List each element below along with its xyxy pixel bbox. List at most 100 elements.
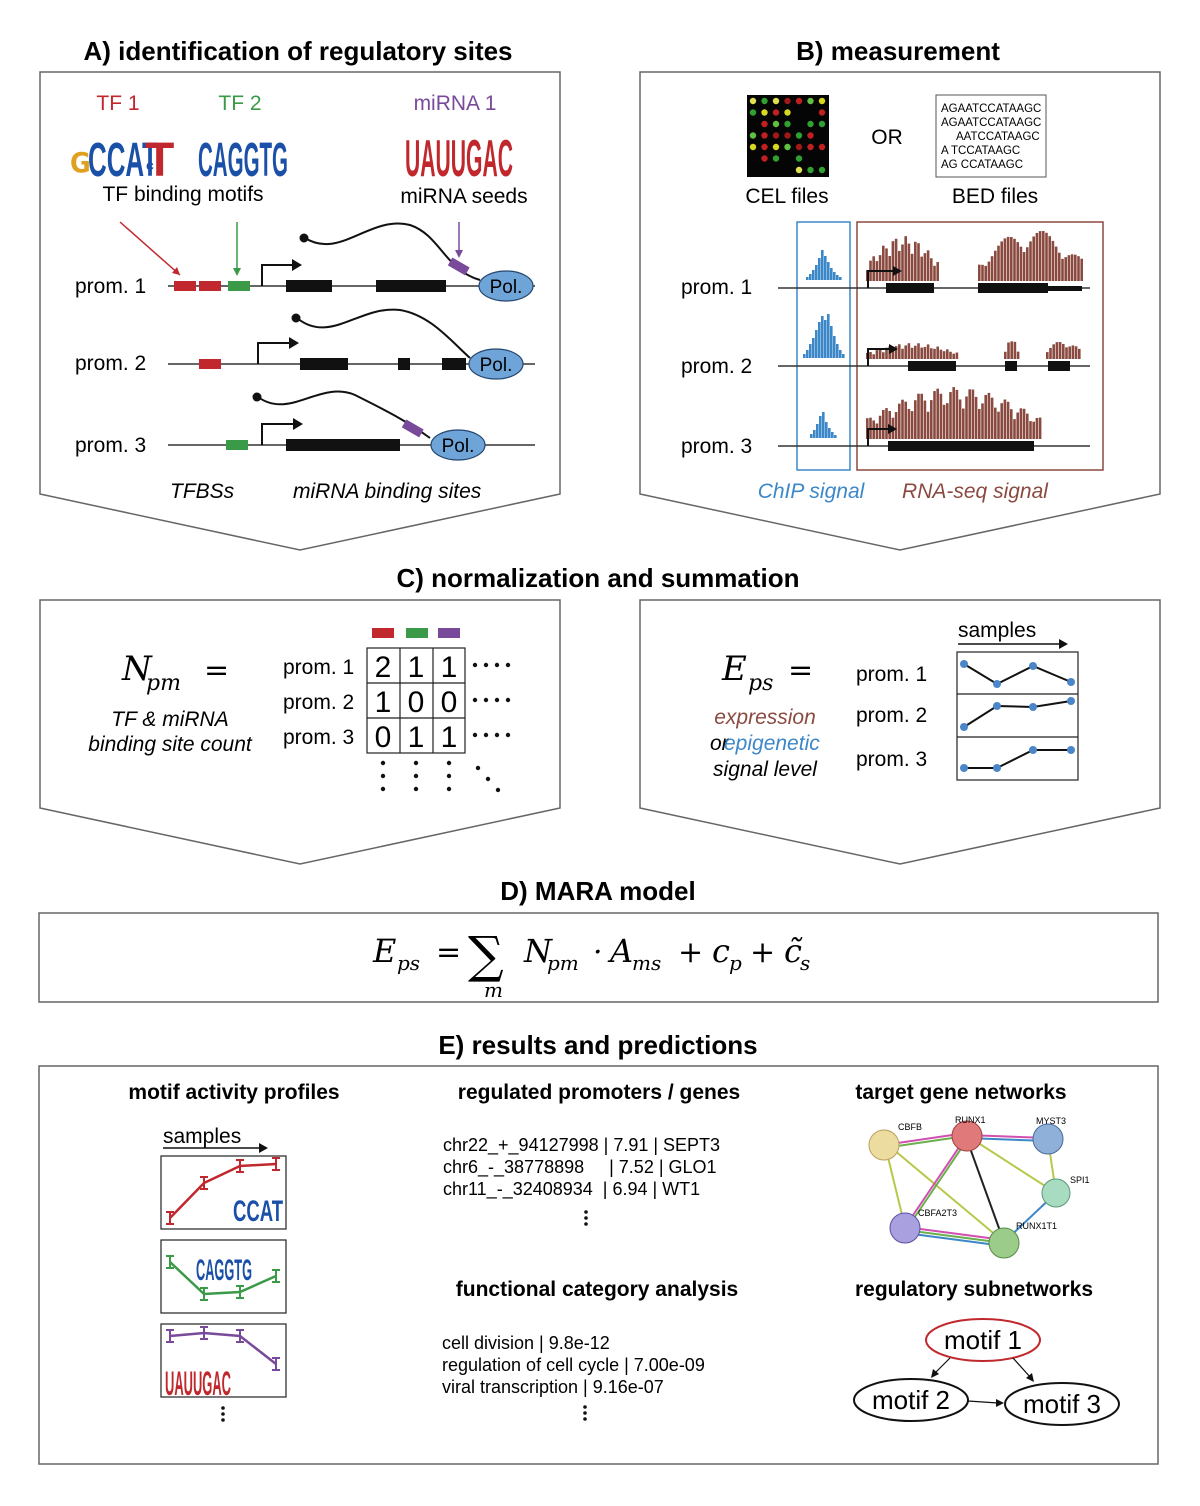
rnaseq-bar	[1046, 352, 1049, 359]
prom-b-3: prom. 3	[681, 435, 752, 458]
rnaseq-bar	[936, 388, 939, 439]
rnaseq-bar	[1058, 342, 1062, 359]
array-spot	[784, 97, 791, 105]
rnaseq-bar	[1054, 246, 1058, 281]
svg-text:ps: ps	[748, 671, 773, 696]
rnaseq-bar	[901, 244, 904, 281]
rnaseq-bar	[1010, 409, 1013, 439]
rnaseq-bar	[875, 350, 879, 359]
regulatory-subnetwork: motif 1 motif 2 motif 3	[853, 1318, 1120, 1426]
rnaseq-bar	[1064, 257, 1067, 281]
svg-text:A: A	[607, 932, 633, 970]
rnaseq-bar	[898, 250, 901, 281]
matrix-dot	[380, 773, 386, 779]
rnaseq-bar	[994, 407, 997, 439]
rnaseq-bar	[1074, 254, 1077, 281]
svg-text:ms: ms	[632, 951, 661, 975]
matrix-ellipsis	[380, 662, 511, 793]
rnaseq-bar	[878, 348, 882, 359]
polymerase	[430, 429, 486, 461]
prom-c-right-2: prom. 2	[856, 704, 927, 727]
rnaseq-bar	[914, 400, 917, 439]
array-spot	[761, 132, 768, 139]
rnaseq-bar	[1058, 252, 1061, 281]
rnaseq-bar	[974, 396, 978, 439]
expression-word: expression	[714, 706, 816, 729]
rnaseq-bar	[930, 258, 933, 281]
mirna-logo: UAUUGAC	[405, 130, 513, 188]
network-node-label: MYST3	[1036, 1116, 1066, 1126]
panel-a-frame	[39, 71, 561, 551]
rnaseq-bar	[898, 403, 901, 439]
matrix-dot	[485, 776, 491, 782]
chip-bar	[818, 322, 821, 358]
svg-text:T: T	[145, 134, 174, 187]
prom-a-3: prom. 3	[75, 434, 146, 457]
epigenetic-word: epigenetic	[724, 732, 820, 755]
rnaseq-bar	[968, 389, 971, 439]
rnaseq-bar	[978, 408, 981, 439]
rnaseq-bar	[994, 250, 997, 281]
rnaseq-bar	[914, 241, 917, 281]
chip-bar	[821, 316, 824, 358]
activity-line	[169, 1261, 277, 1296]
rnaseq-bar	[1029, 421, 1032, 439]
pol-label: Pol.	[490, 277, 523, 298]
chip-bar	[812, 270, 815, 280]
rnaseq-bar	[885, 347, 888, 359]
svg-text:c̃: c̃	[784, 932, 803, 970]
profile-point	[1029, 662, 1037, 670]
array-spot	[772, 120, 780, 128]
rnaseq-bar	[1016, 242, 1019, 281]
rnaseq-bar	[926, 344, 930, 359]
rnaseq-bar	[1003, 238, 1007, 281]
chip-bar	[830, 268, 833, 280]
panel-d-frame	[38, 912, 1159, 1003]
rnaseq-bar	[1022, 252, 1026, 281]
rnaseq-bar	[987, 261, 991, 281]
chip-bar	[833, 272, 836, 280]
array-spot	[761, 143, 768, 151]
rnaseq-bar	[1013, 238, 1016, 281]
rnaseq-bar	[1074, 346, 1078, 359]
network-node-label: RUNX1	[955, 1115, 986, 1125]
regulated-row: chr11_-_32408934 | 6.94 | WT1	[443, 1179, 700, 1200]
bed-line: AATCCATAAGC	[956, 131, 1040, 143]
chip-bar	[822, 412, 825, 438]
regulated-row: chr6_-_38778898 | 7.52 | GLO1	[443, 1157, 717, 1178]
rnaseq-bar	[949, 351, 952, 359]
rnaseq-bar	[949, 392, 952, 439]
rnaseq-bar	[1029, 241, 1032, 281]
matrix-dot	[505, 662, 511, 668]
rnaseq-bar	[901, 399, 904, 439]
vertical-ellipsis	[584, 1210, 588, 1226]
svg-text:=: =	[788, 653, 813, 688]
svg-text:c: c	[712, 932, 730, 970]
matrix-cell: 0	[408, 686, 425, 719]
chip-bar	[809, 344, 812, 358]
array-spot	[795, 155, 803, 162]
svg-text:+: +	[750, 935, 775, 970]
svg-text:+: +	[678, 935, 703, 970]
prom-b-2: prom. 2	[681, 355, 752, 378]
rnaseq-bar	[978, 264, 981, 281]
profile-point	[960, 764, 968, 772]
panel-d-title: D) MARA model	[500, 876, 695, 906]
matrix-dot	[380, 786, 386, 792]
chip-bar	[821, 250, 824, 280]
regulated-title: regulated promoters / genes	[458, 1081, 740, 1104]
rnaseq-bar	[1022, 408, 1026, 439]
chip-bar	[815, 330, 818, 358]
vertical-ellipsis	[221, 1406, 225, 1422]
chip-bar	[842, 354, 845, 358]
array-spot	[772, 109, 780, 116]
mirna-sites-caption: miRNA binding sites	[293, 480, 482, 503]
target-gene-network: CBFB RUNX1 MYST3 SPI1 CBFA2T3 RUNX1T1	[868, 1115, 1090, 1259]
chip-bar	[836, 275, 839, 280]
rnaseq-bar	[904, 401, 907, 439]
rnaseq-bar	[923, 346, 927, 359]
array-spot	[807, 166, 814, 174]
rnaseq-bar	[955, 352, 959, 359]
rnaseq-bar	[910, 253, 914, 281]
svg-text:c: c	[146, 157, 154, 173]
